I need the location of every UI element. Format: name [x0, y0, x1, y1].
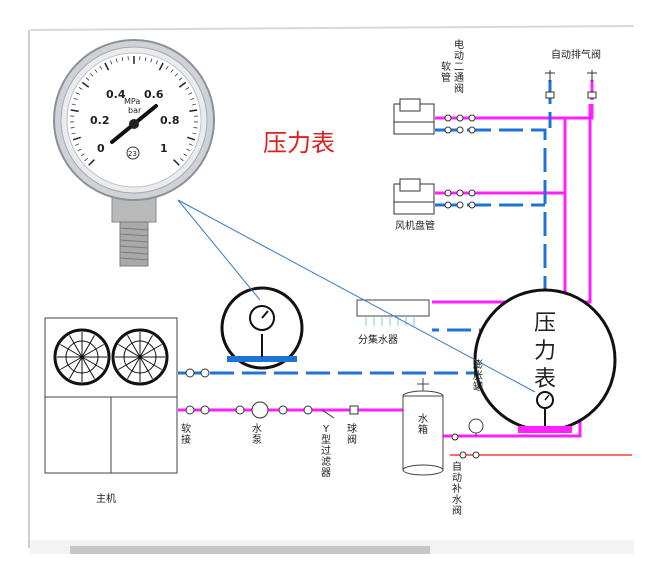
zoom-circle-large: 压 力 表	[475, 290, 615, 433]
gauge-scale-0-2: 0.2	[90, 114, 110, 127]
gauge-scale-0-4: 0.4	[106, 88, 126, 101]
page-edge-top	[30, 26, 634, 30]
zoom-large-water	[518, 426, 572, 433]
label-manifold: 分集水器	[358, 333, 398, 346]
manifold	[357, 300, 429, 326]
label-auto-air-vent: 自动排气阀	[551, 48, 601, 61]
gauge-scale-0-8: 0.8	[160, 114, 180, 127]
fan-coil-unit-top	[394, 99, 434, 134]
label-electric-two-way-valve: 电动二通阀	[454, 38, 464, 95]
gauge-unit-sub: bar	[128, 106, 142, 115]
gauge-scale-0-6: 0.6	[144, 88, 164, 101]
label-fan-coil: 风机盘管	[395, 219, 435, 232]
gauge-unit: MPa	[124, 97, 140, 106]
gauge-tick	[71, 128, 75, 129]
pressure-gauge-photo: 0 0.2 0.4 0.6 0.8 1 MPa bar 23	[54, 40, 214, 266]
zoom-label-char-1: 压	[534, 311, 556, 336]
label-pump: 水泵	[252, 423, 262, 446]
bottom-cropped-text	[70, 546, 430, 554]
zoom-label-char-2: 力	[534, 339, 556, 364]
label-auto-makeup-valve: 自动补水阀	[452, 460, 462, 517]
label-water-tank: 水箱	[418, 413, 428, 436]
gauge-needle-hub	[129, 119, 139, 129]
valve-symbols	[445, 115, 475, 208]
zoom-circle-small	[222, 288, 302, 368]
label-expansion-tank: 膨胀罐	[473, 358, 483, 393]
zoom-label-char-3: 表	[534, 367, 556, 392]
gauge-tick	[194, 128, 198, 129]
gauge-badge: 23	[128, 150, 137, 158]
label-soft-pipe-top: 软管	[441, 60, 451, 84]
label-main-unit: 主机	[96, 492, 116, 505]
pump-symbol	[252, 402, 268, 418]
expansion-tank	[469, 419, 483, 436]
label-ball-valve: 球阀	[347, 422, 357, 446]
fan-coil-unit-middle	[394, 179, 434, 214]
diagram-title: 压力表	[263, 129, 335, 157]
air-vent-icons	[545, 70, 597, 98]
main-unit	[45, 318, 177, 473]
label-soft-joint: 软接	[181, 422, 191, 446]
gauge-scale-0: 0	[97, 142, 105, 155]
gauge-scale-1: 1	[160, 142, 168, 155]
